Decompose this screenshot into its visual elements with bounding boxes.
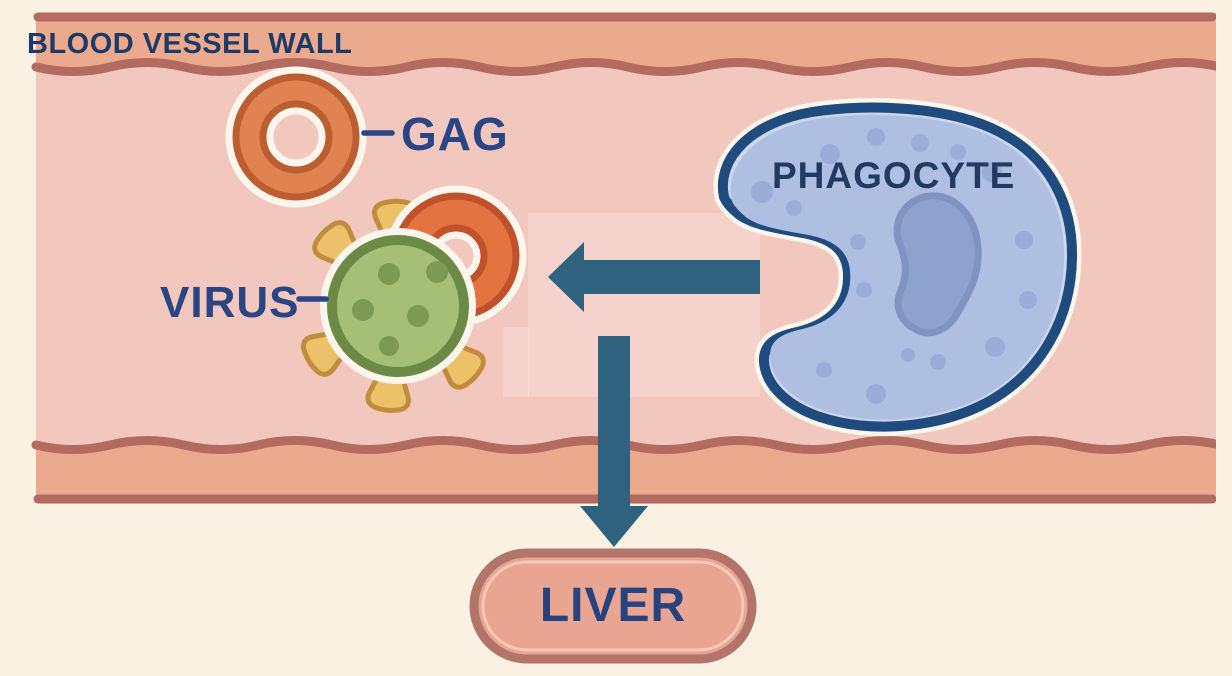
phagocyte-cytoplasm xyxy=(730,114,1065,420)
liver-label: LIVER xyxy=(539,579,687,632)
phagocyte-granules xyxy=(751,128,1037,404)
label-connectors xyxy=(296,130,395,302)
gag-ring xyxy=(225,66,367,208)
right-margin-cover xyxy=(1216,0,1232,512)
phagocyte-nucleus xyxy=(893,192,982,337)
arrow-down-icon xyxy=(580,336,648,547)
liver-node xyxy=(469,548,757,664)
virus-complex xyxy=(300,185,527,413)
phagocyte-cell xyxy=(713,98,1082,437)
gag-label: GAG xyxy=(401,108,509,160)
liver-pill xyxy=(469,548,757,664)
liver-pill-inner-line xyxy=(481,560,745,652)
arrow-left-icon xyxy=(548,242,760,312)
vessel-wall-top-band xyxy=(36,13,1220,72)
arrows xyxy=(548,242,760,547)
virus-body xyxy=(327,235,469,377)
blood-vessel-wall-label: BLOOD VESSEL WALL xyxy=(27,28,353,60)
virus-label: VIRUS xyxy=(160,278,300,327)
lumen-highlight xyxy=(503,213,760,397)
virus-dots xyxy=(352,261,448,356)
phagocyte-label: PHAGOCYTE xyxy=(772,155,1016,196)
